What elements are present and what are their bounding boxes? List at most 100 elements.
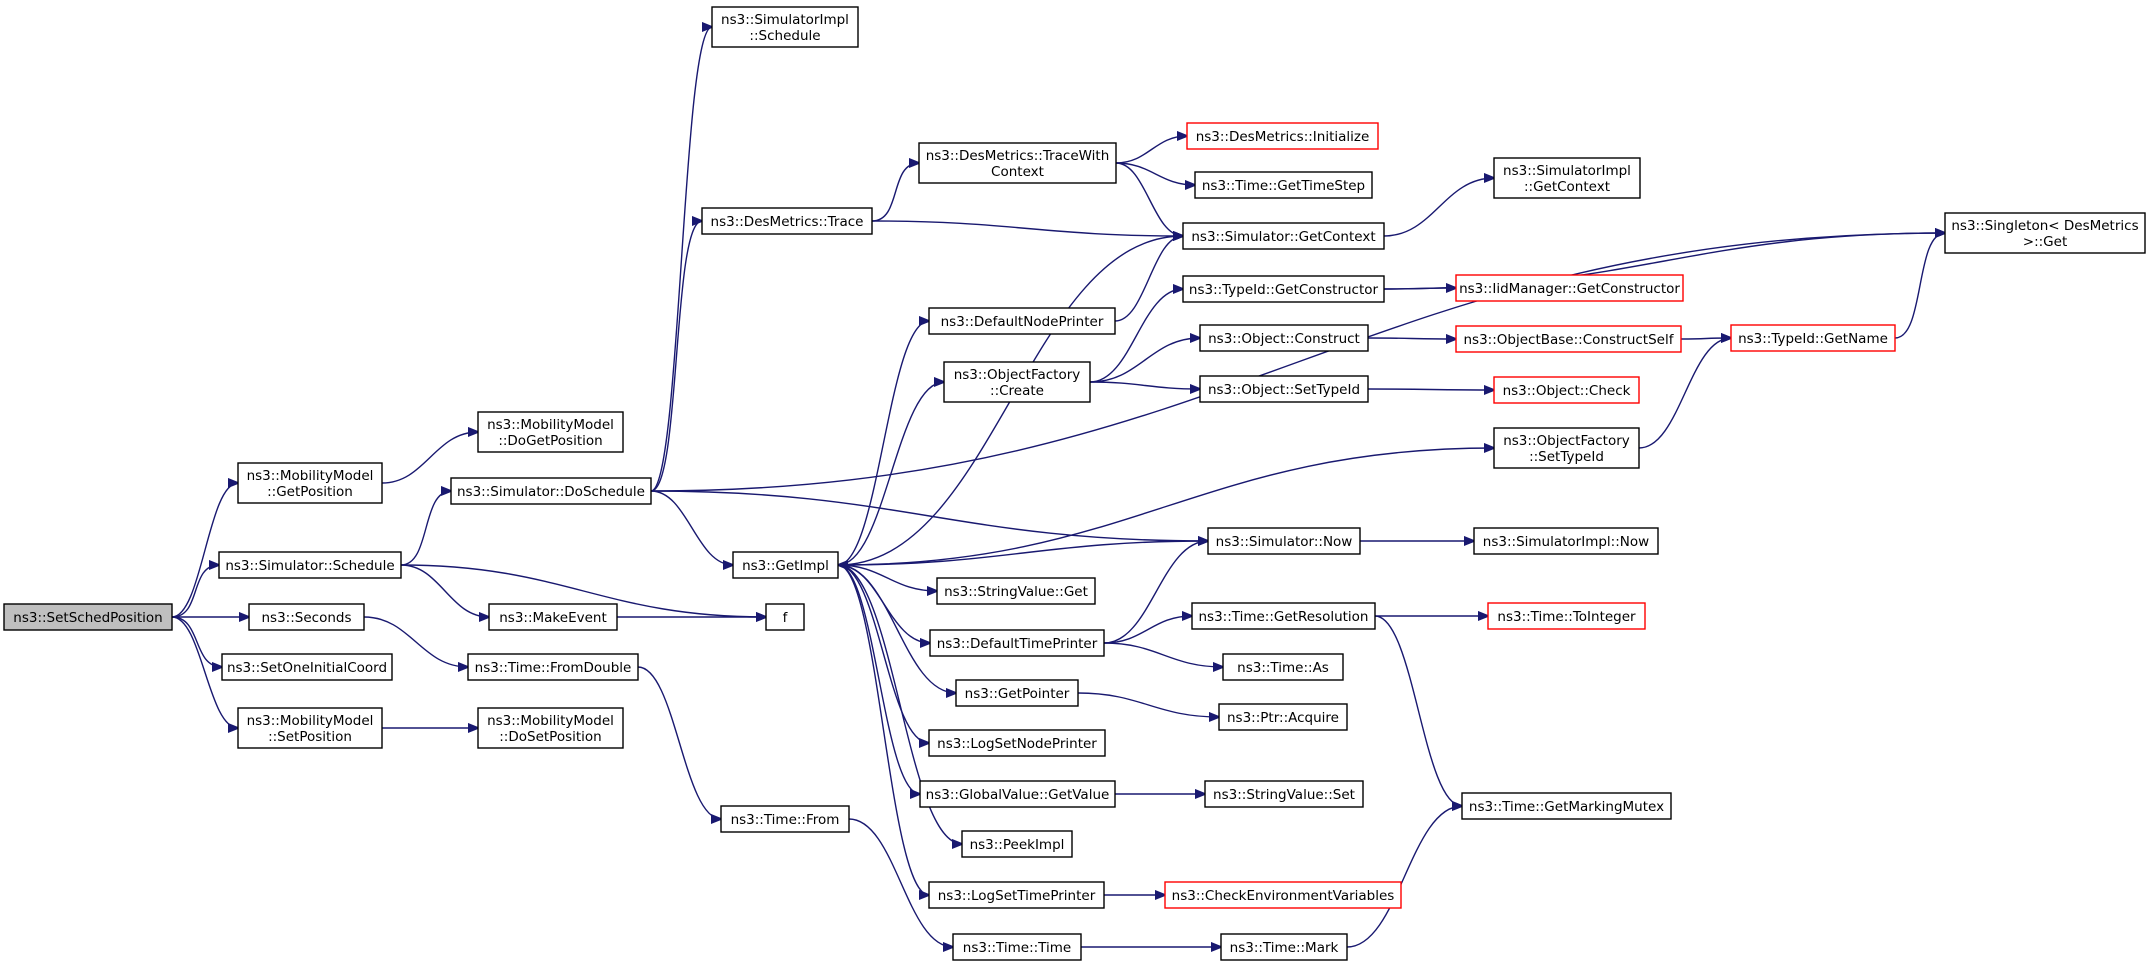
node-time-as[interactable]: ns3::Time::As — [1222, 653, 1344, 681]
node-label: ns3::CheckEnvironmentVariables — [1172, 888, 1395, 904]
node-label: ns3::Object::Check — [1503, 383, 1631, 399]
node-sim-now[interactable]: ns3::Simulator::Now — [1207, 527, 1361, 555]
node-label: ns3::GetImpl — [742, 558, 829, 574]
node-typeid-getname[interactable]: ns3::TypeId::GetName — [1730, 324, 1896, 352]
edge-getimpl-to-logsetnodeprinter — [837, 564, 929, 743]
edge-path — [1367, 338, 1456, 339]
node-iidmgr-getctor[interactable]: ns3::IidManager::GetConstructor — [1455, 274, 1684, 302]
node-box — [1493, 376, 1640, 404]
edge-path — [650, 233, 1945, 492]
edge-path — [650, 490, 1208, 541]
node-simimpl-sched[interactable]: ns3::SimulatorImpl::Schedule — [711, 6, 859, 48]
node-mm-dosetpos[interactable]: ns3::MobilityModel::DoSetPosition — [477, 707, 624, 749]
node-label: ns3::SetOneInitialCoord — [227, 660, 387, 676]
edge-path — [1077, 692, 1219, 717]
node-label: ns3::Simulator::Now — [1216, 534, 1353, 550]
node-defnodeprinter[interactable]: ns3::DefaultNodePrinter — [928, 307, 1116, 335]
edge-objfact_create-to-obj_construct — [1089, 338, 1200, 383]
node-logsetnodeprinter[interactable]: ns3::LogSetNodePrinter — [928, 729, 1106, 757]
node-peekimpl[interactable]: ns3::PeekImpl — [961, 830, 1073, 858]
node-obj-construct[interactable]: ns3::Object::Construct — [1199, 324, 1369, 352]
edge-sim_doschedule-to-singleton_get — [650, 233, 1945, 492]
node-box — [1461, 792, 1672, 820]
node-stringvalue-set[interactable]: ns3::StringValue::Set — [1204, 780, 1364, 808]
node-box — [218, 551, 402, 579]
edge-getimpl-to-stringvalue_get — [837, 564, 937, 591]
node-simimpl-getctx[interactable]: ns3::SimulatorImpl::GetContext — [1493, 157, 1641, 199]
node-f[interactable]: f — [765, 603, 805, 631]
node-time-from[interactable]: ns3::Time::From — [720, 805, 850, 833]
node-setoneinit[interactable]: ns3::SetOneInitialCoord — [221, 653, 393, 681]
edge-path — [837, 564, 920, 794]
node-seconds[interactable]: ns3::Seconds — [248, 603, 365, 631]
node-box — [1730, 324, 1896, 352]
node-label: ns3::StringValue::Set — [1213, 787, 1355, 803]
node-deftimeprinter[interactable]: ns3::DefaultTimePrinter — [929, 629, 1105, 657]
node-makeevent[interactable]: ns3::MakeEvent — [488, 603, 618, 631]
node-box — [943, 361, 1091, 403]
edge-path — [637, 666, 721, 819]
node-simimpl-now[interactable]: ns3::SimulatorImpl::Now — [1473, 527, 1659, 555]
node-root[interactable]: ns3::SetSchedPosition — [3, 603, 173, 631]
node-checkenv[interactable]: ns3::CheckEnvironmentVariables — [1164, 881, 1402, 909]
node-label: ns3::IidManager::GetConstructor — [1459, 281, 1680, 297]
edge-sim_doschedule-to-sim_now — [650, 490, 1208, 541]
node-stringvalue-get[interactable]: ns3::StringValue::Get — [936, 577, 1096, 605]
node-box — [1199, 375, 1369, 403]
node-label: ns3::Seconds — [262, 610, 352, 626]
node-sim-schedule[interactable]: ns3::Simulator::Schedule — [218, 551, 402, 579]
node-box — [1455, 325, 1682, 353]
node-label: ns3::Time::Time — [963, 940, 1071, 956]
node-box — [936, 577, 1096, 605]
node-time-getmarkingmutex[interactable]: ns3::Time::GetMarkingMutex — [1461, 792, 1672, 820]
node-label: >::Get — [2023, 234, 2067, 250]
edge-root-to-sim_schedule — [171, 565, 219, 618]
node-getpointer[interactable]: ns3::GetPointer — [955, 679, 1079, 707]
node-label: ns3::DefaultTimePrinter — [937, 636, 1098, 652]
node-label: ns3::Ptr::Acquire — [1227, 710, 1339, 726]
node-getimpl[interactable]: ns3::GetImpl — [732, 551, 839, 579]
node-logsettimeprinter[interactable]: ns3::LogSetTimePrinter — [928, 881, 1105, 909]
edge-desm_tracewith-to-desm_init — [1115, 136, 1187, 164]
node-obj-check[interactable]: ns3::Object::Check — [1493, 376, 1640, 404]
node-desm-trace[interactable]: ns3::DesMetrics::Trace — [701, 207, 873, 235]
edge-objfact_create-to-typeid_getctor — [1089, 289, 1183, 383]
node-objfact-settypeid[interactable]: ns3::ObjectFactory::SetTypeId — [1493, 427, 1640, 469]
edge-path — [363, 616, 468, 667]
node-singleton-get[interactable]: ns3::Singleton< DesMetrics>::Get — [1944, 212, 2146, 254]
node-sim-doschedule[interactable]: ns3::Simulator::DoSchedule — [450, 477, 652, 505]
node-fromdouble[interactable]: ns3::Time::FromDouble — [467, 653, 639, 681]
node-time-tointeger[interactable]: ns3::Time::ToInteger — [1487, 602, 1646, 630]
node-label: ns3::TypeId::GetConstructor — [1189, 282, 1379, 298]
node-box — [1164, 881, 1402, 909]
node-time-getres[interactable]: ns3::Time::GetResolution — [1191, 602, 1376, 630]
node-time-gettimestep[interactable]: ns3::Time::GetTimeStep — [1194, 171, 1373, 199]
node-ptr-acquire[interactable]: ns3::Ptr::Acquire — [1218, 703, 1348, 731]
node-mm-dogetpos[interactable]: ns3::MobilityModel::DoGetPosition — [477, 411, 624, 453]
node-mm-getpos[interactable]: ns3::MobilityModel::GetPosition — [237, 462, 383, 504]
edge-fromdouble-to-time_from — [637, 666, 721, 819]
node-label: ::GetPosition — [267, 484, 353, 500]
edge-path — [1894, 233, 1945, 339]
node-obj-settypeid[interactable]: ns3::Object::SetTypeId — [1199, 375, 1369, 403]
node-objbase-constructself[interactable]: ns3::ObjectBase::ConstructSelf — [1455, 325, 1682, 353]
node-box — [952, 933, 1082, 961]
edge-path — [1115, 162, 1183, 236]
node-mm-setpos[interactable]: ns3::MobilityModel::SetPosition — [237, 707, 383, 749]
node-sim-getcontext[interactable]: ns3::Simulator::GetContext — [1182, 222, 1385, 250]
node-objfact-create[interactable]: ns3::ObjectFactory::Create — [943, 361, 1091, 403]
node-label: ns3::SimulatorImpl — [1503, 163, 1631, 179]
node-time-mark[interactable]: ns3::Time::Mark — [1220, 933, 1348, 961]
node-desm-init[interactable]: ns3::DesMetrics::Initialize — [1186, 122, 1379, 150]
node-typeid-getctor[interactable]: ns3::TypeId::GetConstructor — [1182, 275, 1385, 303]
edge-path — [837, 564, 937, 591]
node-box — [488, 603, 618, 631]
edge-getimpl-to-objfact_create — [837, 382, 944, 566]
node-globalvalue-getvalue[interactable]: ns3::GlobalValue::GetValue — [919, 780, 1116, 808]
node-time-time[interactable]: ns3::Time::Time — [952, 933, 1082, 961]
node-label: ns3::Simulator::Schedule — [225, 558, 394, 574]
edge-time_mark-to-time_getmarkingmutex — [1346, 806, 1462, 948]
edge-path — [650, 490, 733, 565]
node-label: ns3::SetSchedPosition — [13, 610, 162, 626]
